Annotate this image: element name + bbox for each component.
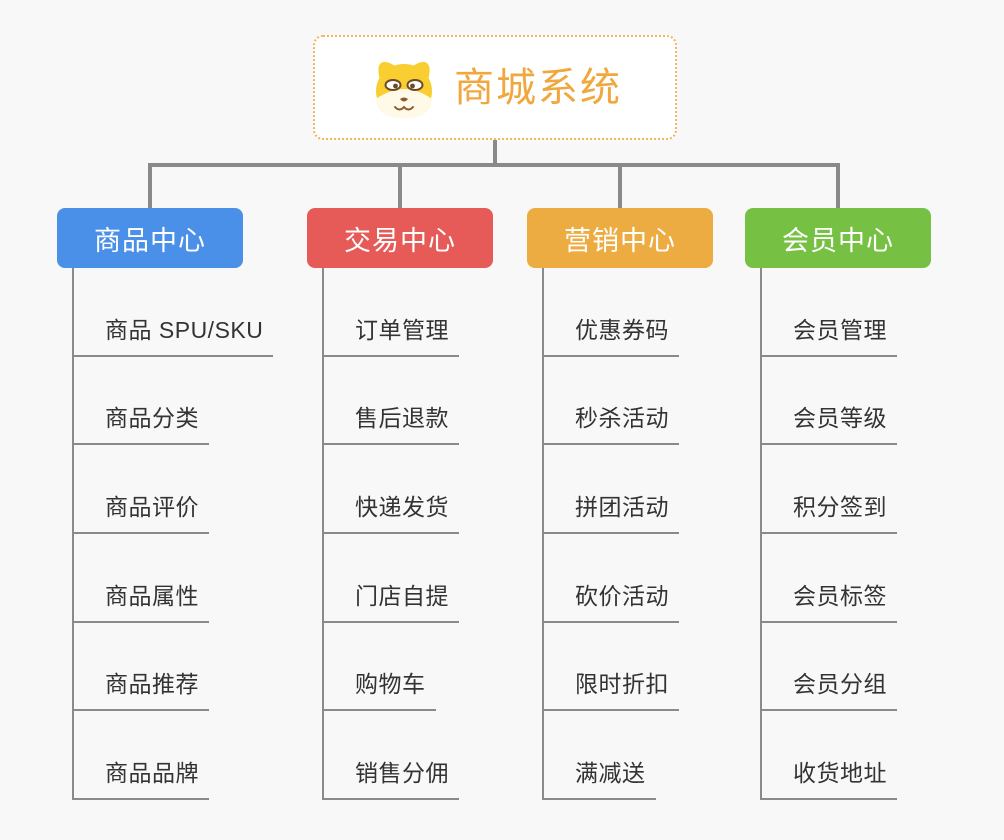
children-vline	[322, 268, 324, 800]
branch-children-product: 商品 SPU/SKU 商品分类 商品评价 商品属性 商品推荐 商品品牌	[57, 268, 307, 800]
child-topic[interactable]: 会员标签	[760, 577, 897, 623]
children-vline	[72, 268, 74, 800]
child-topic[interactable]: 商品 SPU/SKU	[72, 311, 274, 357]
branch-drop-connector-1	[148, 163, 152, 209]
branch-member-center: 会员中心 会员管理 会员等级 积分签到 会员标签 会员分组 收货地址	[745, 208, 931, 800]
child-topic[interactable]: 会员等级	[760, 399, 897, 446]
child-topic[interactable]: 拼团活动	[542, 488, 679, 534]
child-topic[interactable]: 优惠券码	[542, 311, 679, 357]
child-topic[interactable]: 限时折扣	[542, 665, 679, 712]
branch-children-trade: 订单管理 售后退款 快递发货 门店自提 购物车 销售分佣	[307, 268, 557, 800]
child-topic[interactable]: 购物车	[322, 665, 436, 712]
child-topic[interactable]: 商品推荐	[72, 665, 209, 712]
child-topic[interactable]: 门店自提	[322, 577, 459, 623]
children-vline	[542, 268, 544, 800]
root-title: 商城系统	[454, 65, 622, 110]
child-topic[interactable]: 商品属性	[72, 577, 209, 623]
child-topic[interactable]: 商品分类	[72, 399, 209, 446]
child-topic[interactable]: 商品评价	[72, 488, 209, 534]
child-topic[interactable]: 快递发货	[322, 488, 459, 534]
child-topic[interactable]: 销售分佣	[322, 754, 459, 800]
child-topic[interactable]: 商品品牌	[72, 754, 209, 800]
branch-product-center: 商品中心 商品 SPU/SKU 商品分类 商品评价 商品属性 商品推荐 商品品牌	[57, 208, 274, 800]
branch-children-marketing: 优惠券码 秒杀活动 拼团活动 砍价活动 限时折扣 满减送	[527, 268, 777, 800]
branch-drop-connector-2	[398, 163, 402, 209]
branch-trade-center: 交易中心 订单管理 售后退款 快递发货 门店自提 购物车 销售分佣	[307, 208, 493, 800]
child-topic[interactable]: 会员分组	[760, 665, 897, 712]
child-topic[interactable]: 会员管理	[760, 311, 897, 357]
child-topic[interactable]: 秒杀活动	[542, 399, 679, 446]
branch-node-product[interactable]: 商品中心	[57, 208, 243, 268]
branch-drop-connector-3	[618, 163, 622, 209]
branch-drop-connector-4	[836, 163, 840, 209]
branch-children-member: 会员管理 会员等级 积分签到 会员标签 会员分组 收货地址	[745, 268, 995, 800]
trunk-connector	[148, 163, 840, 167]
branch-marketing-center: 营销中心 优惠券码 秒杀活动 拼团活动 砍价活动 限时折扣 满减送	[527, 208, 713, 800]
children-vline	[760, 268, 762, 800]
child-topic[interactable]: 售后退款	[322, 399, 459, 446]
child-topic[interactable]: 积分签到	[760, 488, 897, 534]
branch-node-marketing[interactable]: 营销中心	[527, 208, 713, 268]
root-node[interactable]: 商城系统	[313, 35, 677, 140]
child-topic[interactable]: 砍价活动	[542, 577, 679, 623]
child-topic[interactable]: 满减送	[542, 754, 656, 800]
child-topic[interactable]: 收货地址	[760, 754, 897, 800]
branch-node-member[interactable]: 会员中心	[745, 208, 931, 268]
root-stem-connector	[493, 140, 497, 164]
branch-node-trade[interactable]: 交易中心	[307, 208, 493, 268]
child-topic[interactable]: 订单管理	[322, 311, 459, 357]
dog-face-icon	[368, 54, 440, 122]
